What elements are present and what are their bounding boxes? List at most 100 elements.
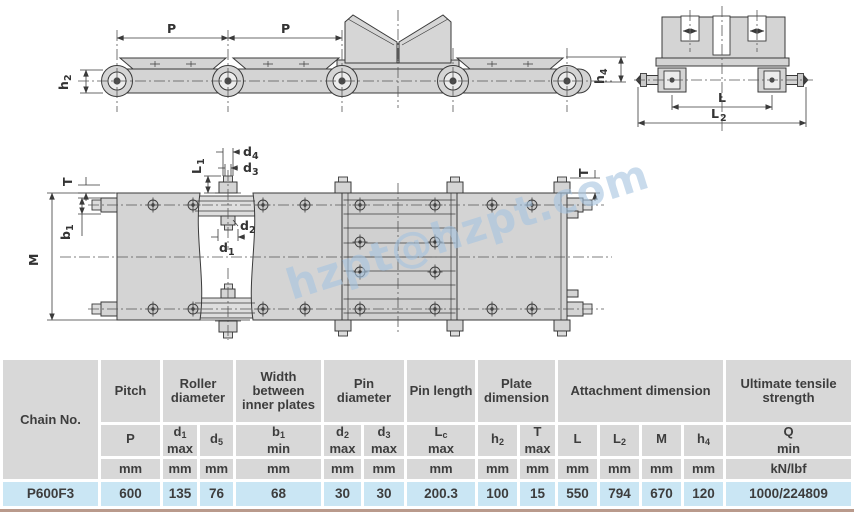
- chain-no-value: P600F3: [3, 482, 98, 506]
- dim-h4: h 4: [566, 56, 626, 84]
- group-header-pin-diameter: Pin diameter: [324, 360, 404, 422]
- group-header-width-between-inner-plates: Width between inner plates: [236, 360, 321, 422]
- dim-label-L1: L: [189, 166, 204, 174]
- dim-label-T-left: T: [60, 177, 75, 186]
- unit-cell: mm: [558, 459, 598, 479]
- unit-cell: mm: [520, 459, 556, 479]
- dim-label-h4: h: [592, 75, 607, 84]
- value-d5: 76: [200, 482, 233, 506]
- v-bucket-attachment: [336, 14, 460, 70]
- unit-cell: mm: [101, 459, 160, 479]
- group-header-attachment-dimension: Attachment dimension: [558, 360, 724, 422]
- dim-d2-d1: d 2 d 1: [211, 218, 256, 258]
- dim-M: M: [26, 192, 250, 321]
- dim-label-pitch-right: P: [281, 21, 290, 36]
- spec-table: Chain No. Pitch Roller diameter Width be…: [0, 357, 854, 509]
- dim-d4-d3: d 4 d 3: [216, 144, 259, 178]
- unit-cell: mm: [236, 459, 321, 479]
- value-d1: 135: [163, 482, 197, 506]
- unit-cell: mm: [478, 459, 517, 479]
- group-header-pin-length: Pin length: [407, 360, 475, 422]
- col-header-M: M: [642, 425, 682, 456]
- unit-cell: mm: [324, 459, 361, 479]
- chain-no-header: Chain No.: [3, 360, 98, 479]
- svg-text:1: 1: [228, 247, 235, 258]
- dim-pitch: P P: [116, 21, 343, 41]
- value-b1: 68: [236, 482, 321, 506]
- dim-T-right: T: [567, 168, 600, 201]
- unit-cell: mm: [163, 459, 197, 479]
- dim-L1: L 1: [189, 158, 221, 194]
- plan-view: T b 1 M L 1: [26, 144, 655, 340]
- value-P: 600: [101, 482, 160, 506]
- group-header-ultimate-tensile-strength: Ultimate tensile strength: [726, 360, 852, 422]
- value-Lc: 200.3: [407, 482, 475, 506]
- dim-label-pitch-left: P: [167, 21, 176, 36]
- bolt-head: [553, 319, 571, 337]
- dim-b1: b 1: [58, 197, 101, 240]
- svg-text:2: 2: [63, 74, 74, 81]
- trough-attachment: [119, 57, 227, 70]
- bolt-head: [334, 319, 352, 337]
- group-header-pitch: Pitch: [101, 360, 160, 422]
- trough-attachment: [232, 57, 340, 70]
- group-header-plate-dimension: Plate dimension: [478, 360, 556, 422]
- value-T: 15: [520, 482, 556, 506]
- dim-label-b1: b: [58, 231, 73, 240]
- pin-assembly-bottom: [195, 268, 255, 340]
- value-L: 550: [558, 482, 598, 506]
- dim-label-d3: d: [243, 160, 252, 175]
- dim-label-M: M: [26, 254, 41, 266]
- svg-text:3: 3: [252, 167, 259, 178]
- col-header-d5: d5: [200, 425, 233, 456]
- col-header-L2: L2: [600, 425, 640, 456]
- slat-plate: [250, 192, 343, 321]
- grate-section: [341, 192, 458, 321]
- value-d3: 30: [364, 482, 404, 506]
- dim-label-d4: d: [243, 144, 252, 159]
- col-header-h2: h2: [478, 425, 517, 456]
- slat-plate: [456, 192, 568, 321]
- unit-cell: mm: [684, 459, 724, 479]
- value-Q: 1000/224809: [726, 482, 852, 506]
- bolt-head: [446, 319, 464, 337]
- value-d2: 30: [324, 482, 361, 506]
- group-header-row: Chain No. Pitch Roller diameter Width be…: [3, 360, 852, 479]
- value-M: 670: [642, 482, 682, 506]
- value-h4: 120: [684, 482, 724, 506]
- engineering-drawing: P P h 2 h 4: [26, 6, 813, 340]
- svg-text:2: 2: [720, 113, 727, 124]
- dim-label-T-right: T: [576, 168, 591, 177]
- value-h2: 100: [478, 482, 517, 506]
- unit-cell: kN/lbf: [726, 459, 852, 479]
- dim-label-d1: d: [219, 240, 228, 255]
- svg-text:4: 4: [599, 68, 610, 75]
- trough-attachment: [456, 57, 564, 70]
- bolt-head: [446, 176, 464, 194]
- svg-text:4: 4: [252, 151, 259, 162]
- svg-text:2: 2: [249, 225, 256, 236]
- dim-label-d2: d: [240, 218, 249, 233]
- unit-cell: mm: [407, 459, 475, 479]
- units-row: mm mm mm mm mm mm mm mm mm mm mm mm mm k…: [3, 459, 852, 479]
- unit-cell: mm: [600, 459, 640, 479]
- col-header-P: P: [101, 425, 160, 456]
- unit-cell: mm: [642, 459, 682, 479]
- col-header-h4: h4: [684, 425, 724, 456]
- pin-assembly-top: [195, 170, 255, 250]
- attachment-base-plate: [655, 57, 790, 67]
- value-L2: 794: [600, 482, 640, 506]
- svg-text:1: 1: [196, 158, 207, 165]
- group-header-roller-diameter: Roller diameter: [163, 360, 233, 422]
- col-header-L: L: [558, 425, 598, 456]
- bolt-head: [334, 176, 352, 194]
- dim-label-L2: L: [711, 106, 719, 121]
- unit-cell: mm: [200, 459, 233, 479]
